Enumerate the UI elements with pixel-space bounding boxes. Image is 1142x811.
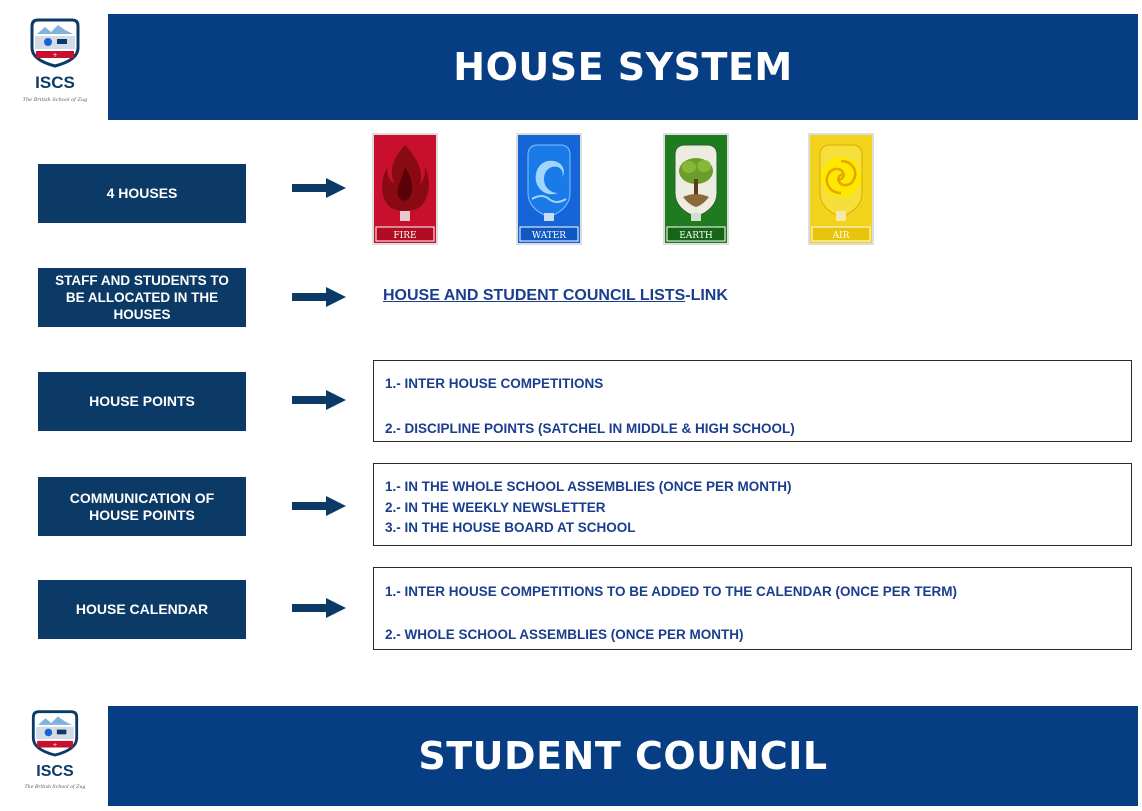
arrow-right-icon <box>292 178 346 198</box>
house-crest-water: WATER <box>516 133 582 245</box>
school-logo: + ISCS The British School of Zug <box>8 14 102 120</box>
house-name-fire: FIRE <box>393 231 416 241</box>
label-4-houses: 4 HOUSES <box>38 164 246 223</box>
page-title: HOUSE SYSTEM <box>453 45 793 89</box>
house-crest-fire: FIRE <box>372 133 438 245</box>
logo-tagline: The British School of Zug <box>23 97 88 103</box>
house-crest-earth: EARTH <box>663 133 729 245</box>
school-logo: + ISCS The British School of Zug <box>8 706 102 806</box>
section-title: STUDENT COUNCIL <box>418 734 828 778</box>
label-house-calendar: HOUSE CALENDAR <box>38 580 246 639</box>
house-name-water: WATER <box>532 231 566 241</box>
arrow-right-icon <box>292 598 346 618</box>
list-item: 2.- IN THE WEEKLY NEWSLETTER <box>385 500 606 515</box>
arrow-right-icon <box>292 496 346 516</box>
link-label[interactable]: HOUSE AND STUDENT COUNCIL LISTS <box>383 287 686 304</box>
list-item: 1.- IN THE WHOLE SCHOOL ASSEMBLIES (ONCE… <box>385 479 792 494</box>
house-calendar-box: 1.- INTER HOUSE COMPETITIONS TO BE ADDED… <box>373 567 1132 650</box>
house-points-box: 1.- INTER HOUSE COMPETITIONS 2.- DISCIPL… <box>373 360 1132 442</box>
svg-text:+: + <box>52 52 57 59</box>
label-staff-students: STAFF AND STUDENTS TO BE ALLOCATED IN TH… <box>38 268 246 327</box>
logo-text: ISCS <box>36 762 74 780</box>
list-item: 1.- INTER HOUSE COMPETITIONS TO BE ADDED… <box>385 584 958 599</box>
communication-box: 1.- IN THE WHOLE SCHOOL ASSEMBLIES (ONCE… <box>373 463 1132 546</box>
label-communication: COMMUNICATION OF HOUSE POINTS <box>38 477 246 536</box>
list-item: 2.- WHOLE SCHOOL ASSEMBLIES (ONCE PER MO… <box>385 627 744 642</box>
list-item: 2.- DISCIPLINE POINTS (SATCHEL IN MIDDLE… <box>385 421 795 436</box>
house-crest-air: AIR <box>808 133 874 245</box>
house-name-air: AIR <box>832 231 850 241</box>
house-system-header: HOUSE SYSTEM <box>108 14 1138 120</box>
svg-text:+: + <box>53 743 58 749</box>
house-name-earth: EARTH <box>679 231 713 241</box>
arrow-right-icon <box>292 287 346 307</box>
list-item: 3.- IN THE HOUSE BOARD AT SCHOOL <box>385 520 636 535</box>
list-item: 1.- INTER HOUSE COMPETITIONS <box>385 376 604 391</box>
logo-text: ISCS <box>35 73 75 92</box>
link-suffix: -LINK <box>685 287 728 304</box>
logo-tagline: The British School of Zug <box>25 784 86 790</box>
arrow-right-icon <box>292 390 346 410</box>
student-council-header: STUDENT COUNCIL <box>108 706 1138 806</box>
label-house-points: HOUSE POINTS <box>38 372 246 431</box>
house-council-lists-link[interactable]: HOUSE AND STUDENT COUNCIL LISTS-LINK <box>383 287 728 305</box>
